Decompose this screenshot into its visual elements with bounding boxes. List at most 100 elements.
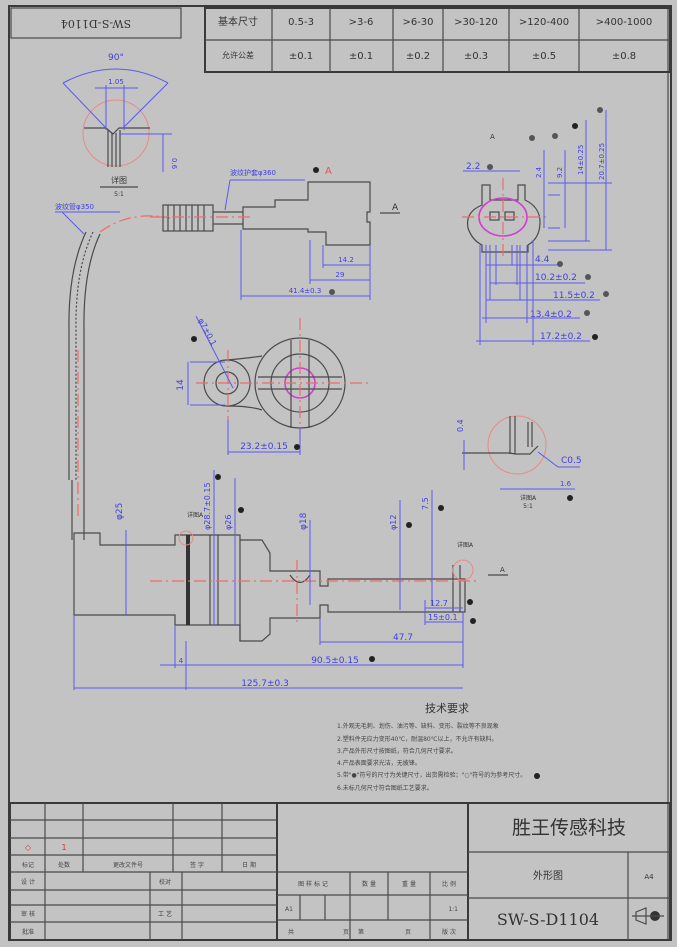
col-label-mark: 标记 (22, 861, 34, 869)
dim-7-5: 7.5 (421, 497, 430, 510)
dim-23-2: 23.2±0.15 (240, 442, 288, 452)
tolerance-table: 基本尺寸 允许公差 0.5-3 >3-6 >6-30 >30-120 >120-… (204, 7, 671, 73)
tech-req-title: 技术要求 (425, 702, 469, 715)
drawing-number-box: SW-S-D1104 (10, 7, 182, 39)
tech-req-item: 1.外观无毛刺、划伤、油污等、缺料、变形、裂纹等不良现象 (337, 722, 499, 730)
dim-d26: φ26 (224, 515, 233, 530)
title-block: ◇ 1 标记 处数 更改文件号 签 字 日 期 设 计 校对 审 核 工 艺 批… (9, 802, 671, 941)
dim-29: 29 (336, 271, 345, 279)
sleeve-label-1: 波纹管φ350 (55, 202, 94, 211)
dim-2-2: 2.2 (466, 162, 480, 172)
dim-1-6: 1.6 (560, 480, 572, 488)
depth-dimension: 0.6 (170, 158, 178, 170)
dim-41-4: 41.4±0.3 (289, 287, 322, 295)
drawing-number-mirrored: SW-S-D1104 (61, 17, 131, 30)
dim-2-4: 2.4 (535, 166, 543, 178)
sheet-total-unit: 页 (343, 929, 349, 936)
tolerance-cell: ±0.2 (406, 51, 430, 62)
chamfer-detail: 0.4 C0.5 1.6 详图A 5:1 (456, 415, 582, 510)
dim-9-2: 9.2 (556, 167, 564, 178)
approver-label: 批准 (22, 928, 34, 936)
sheet-total-label: 共 (288, 928, 294, 936)
checker-label: 校对 (159, 878, 171, 886)
corrugated-cable: 波纹管φ350 (55, 202, 171, 540)
view-a-arrow: A (500, 566, 505, 574)
angle-dimension: 90° (108, 53, 124, 63)
dim-hole-dia: φ7±0.1 (196, 317, 218, 348)
col-label-sign: 签 字 (190, 861, 204, 869)
revision-count: 1 (61, 843, 66, 852)
detail-mark: 详图A (520, 494, 537, 502)
tolerance-cell: ±0.8 (612, 51, 636, 62)
view-arrow-label: A (325, 166, 332, 177)
tech-req-item: 4.产品表面要求光洁，无披锋。 (337, 759, 421, 767)
flange-top-view: 14 φ7±0.1 23.2±0.15 (176, 315, 368, 455)
quantity-label: 数 量 (362, 880, 376, 888)
dim-4-4: 4.4 (535, 255, 550, 265)
range-cell: >6-30 (402, 17, 433, 28)
dim-17-2: 17.2±0.2 (540, 332, 582, 342)
dim-0-4: 0.4 (456, 419, 465, 432)
technical-requirements: 技术要求 1.外观无毛刺、划伤、油污等、缺料、变形、裂纹等不良现象 2.塑料件无… (337, 702, 540, 792)
tolerance-header: 基本尺寸 (218, 15, 258, 28)
sleeve-label-2: 波纹护套φ360 (230, 168, 276, 177)
dim-d18: φ18 (299, 512, 309, 530)
detail-callout-right: 详图A (457, 541, 474, 549)
detail-callout-left: 详图A (187, 511, 204, 519)
detail-view-terminal: 90° 1.05 0.6 详图 5:1 (62, 53, 178, 198)
sheet-no-unit: 页 (405, 929, 411, 936)
dim-d28-7: φ28.7±0.15 (203, 482, 212, 530)
projection-symbol-icon (632, 907, 664, 925)
dim-15: 15±0.1 (428, 613, 458, 622)
detail-label: 详图 (111, 175, 127, 185)
stage-label: 图 样 标 记 (298, 880, 328, 888)
stage-value: A1 (285, 906, 293, 913)
sheet-no-label: 第 (358, 928, 364, 936)
view-a-label: A (490, 133, 495, 141)
dim-10-2: 10.2±0.2 (535, 273, 577, 283)
dim-125-7: 125.7±0.3 (241, 679, 289, 689)
company-name: 胜王传感科技 (512, 817, 626, 839)
range-cell: >400-1000 (596, 17, 653, 28)
connector-front-view: 2.4 9.2 14±0.25 20.7±0.25 2.2 A 4.4 10.2… (462, 107, 612, 345)
sensor-body-side-view: 详图A 详图A A φ25 φ28.7±0.15 φ26 φ18 φ12 7.5… (73, 470, 508, 690)
dim-11-5: 11.5±0.2 (553, 291, 595, 301)
tolerance-cell: ±0.5 (532, 51, 556, 62)
dim-14-flange: 14 (176, 379, 186, 391)
edition-label: 版 次 (442, 928, 456, 936)
designer-label: 设 计 (21, 878, 35, 886)
view-a-mark: A (392, 203, 399, 213)
weight-label: 重 量 (402, 880, 416, 888)
dim-c0-5: C0.5 (561, 456, 582, 466)
dim-90-5: 90.5±0.15 (311, 656, 359, 666)
title-drawing-number: SW-S-D1104 (497, 910, 599, 929)
col-label-doc: 更改文件号 (113, 861, 143, 869)
tech-req-item: 3.产品外形尺寸按图纸，符合几何尺寸要求。 (337, 747, 457, 755)
tech-req-item: 2.塑料件无应力变形40℃，耐温80℃以上，不允许有缺料。 (337, 735, 497, 743)
range-cell: >120-400 (519, 17, 569, 28)
detail-scale: 5:1 (114, 191, 124, 198)
tech-req-item: 6.未标几何尺寸符合图纸工艺要求。 (337, 784, 433, 792)
dim-14-2: 14.2 (338, 256, 354, 264)
dim-d12: φ12 (389, 515, 398, 530)
drawing-title: 外形图 (533, 870, 563, 882)
range-cell: >30-120 (454, 17, 498, 28)
dim-14: 14±0.25 (577, 145, 585, 175)
dim-4: 4 (179, 657, 184, 665)
revision-mark: ◇ (25, 843, 32, 852)
width-dimension: 1.05 (108, 78, 124, 86)
range-cell: >3-6 (349, 17, 374, 28)
dim-47-7: 47.7 (393, 633, 413, 643)
tolerance-cell: ±0.1 (349, 51, 373, 62)
connector-side-view: 波纹护套φ360 A A 14.2 29 41.4±0.3 (150, 166, 400, 300)
paper-size: A4 (644, 873, 654, 881)
dim-d25: φ25 (115, 503, 125, 520)
tolerance-cell: ±0.3 (464, 51, 488, 62)
reviewer-label: 审 核 (21, 910, 35, 918)
tolerance-cell: ±0.1 (289, 51, 313, 62)
detail-scale: 5:1 (523, 503, 533, 510)
dim-13-4: 13.4±0.2 (530, 310, 572, 320)
dim-20-7: 20.7±0.25 (598, 143, 606, 180)
scale-label: 比 例 (442, 880, 456, 888)
